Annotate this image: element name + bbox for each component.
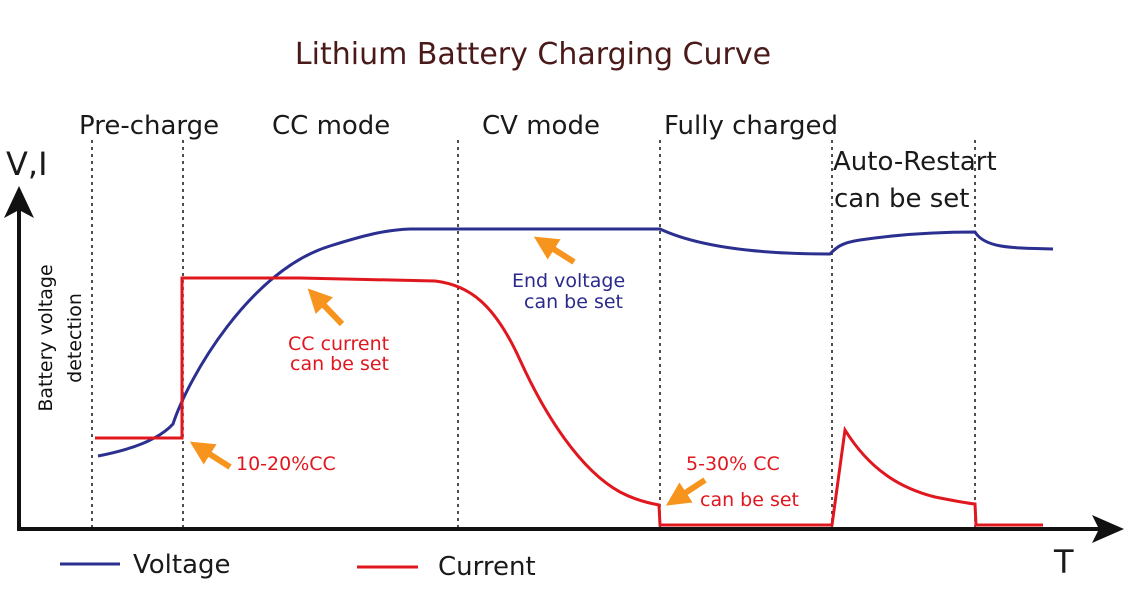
note-precharge: 10-20%CC	[236, 453, 336, 475]
y-axis-caption: Battery voltage detection	[35, 264, 86, 411]
note-end-line1: End voltage	[512, 270, 625, 292]
note-cc-line1: CC current	[288, 333, 389, 355]
note-end-line2: can be set	[524, 291, 623, 313]
y-caption-line2: detection	[64, 293, 86, 383]
current-curve	[95, 276, 1043, 527]
arrow-termination	[665, 477, 707, 506]
arrow-cc-current	[307, 288, 345, 327]
y-axis-arrowhead	[4, 186, 34, 218]
phase-label-fully-charged: Fully charged	[664, 111, 838, 141]
note-cc-line2: can be set	[290, 353, 389, 375]
phase-label-can-be-set: can be set	[834, 184, 969, 214]
legend-voltage-label: Voltage	[133, 550, 231, 580]
arrow-precharge	[189, 441, 232, 470]
legend-current-label: Current	[438, 552, 536, 582]
phase-label-cc-mode: CC mode	[272, 111, 390, 141]
phase-label-cv-mode: CV mode	[482, 111, 600, 141]
y-caption-line1: Battery voltage	[35, 264, 57, 411]
x-axis-label: T	[1053, 543, 1074, 581]
diagram-title: Lithium Battery Charging Curve	[295, 37, 771, 72]
note-term-line2: can be set	[700, 489, 799, 511]
voltage-curve	[97, 227, 1054, 458]
phase-label-auto-restart: Auto-Restart	[833, 147, 997, 177]
y-axis-label: V,I	[6, 145, 48, 183]
x-axis-arrowhead	[1092, 515, 1124, 543]
note-term-line1: 5-30% CC	[686, 453, 780, 475]
arrow-end-voltage	[533, 236, 576, 265]
phase-label-precharge: Pre-charge	[79, 111, 219, 141]
